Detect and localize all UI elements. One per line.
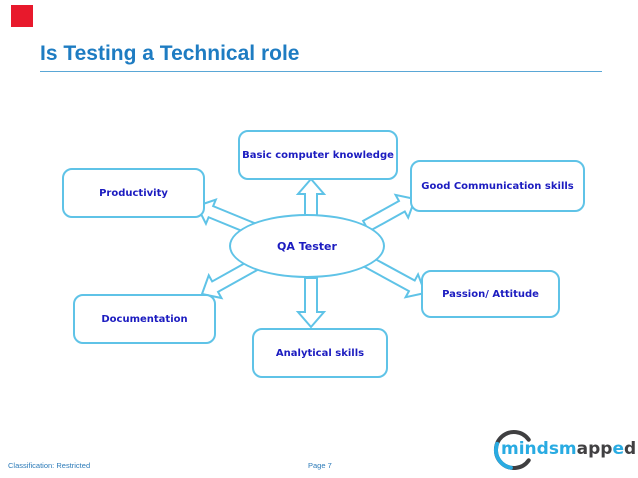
footer-page-number: Page 7 bbox=[308, 461, 332, 470]
logo-circle-icon bbox=[493, 430, 531, 470]
diagram-node-documentation: Documentation bbox=[73, 294, 216, 344]
logo-text-segment: app bbox=[576, 439, 613, 459]
footer-classification: Classification: Restricted bbox=[8, 461, 91, 470]
logo-text-segment: e bbox=[612, 439, 624, 459]
red-corner-mark-icon bbox=[11, 5, 33, 27]
arrow-icon bbox=[295, 277, 327, 329]
diagram-node-basic-computer-knowledge: Basic computer knowledge bbox=[238, 130, 398, 180]
diagram-node-good-communication-skills: Good Communication skills bbox=[410, 160, 585, 212]
diagram-node-productivity: Productivity bbox=[62, 168, 205, 218]
mindsmapped-logo: mindsmapped bbox=[488, 428, 638, 474]
arrow-icon bbox=[295, 177, 327, 218]
diagram-node-passion-attitude: Passion/ Attitude bbox=[421, 270, 560, 318]
diagram-node-analytical-skills: Analytical skills bbox=[252, 328, 388, 378]
title-underline bbox=[40, 71, 602, 72]
logo-text-segment: mindsm bbox=[501, 439, 577, 459]
page-title: Is Testing a Technical role bbox=[40, 42, 300, 65]
logo-text-segment: d bbox=[624, 439, 637, 459]
diagram-center-qa-tester: QA Tester bbox=[229, 214, 385, 278]
logo-text: mindsmapped bbox=[501, 439, 636, 459]
